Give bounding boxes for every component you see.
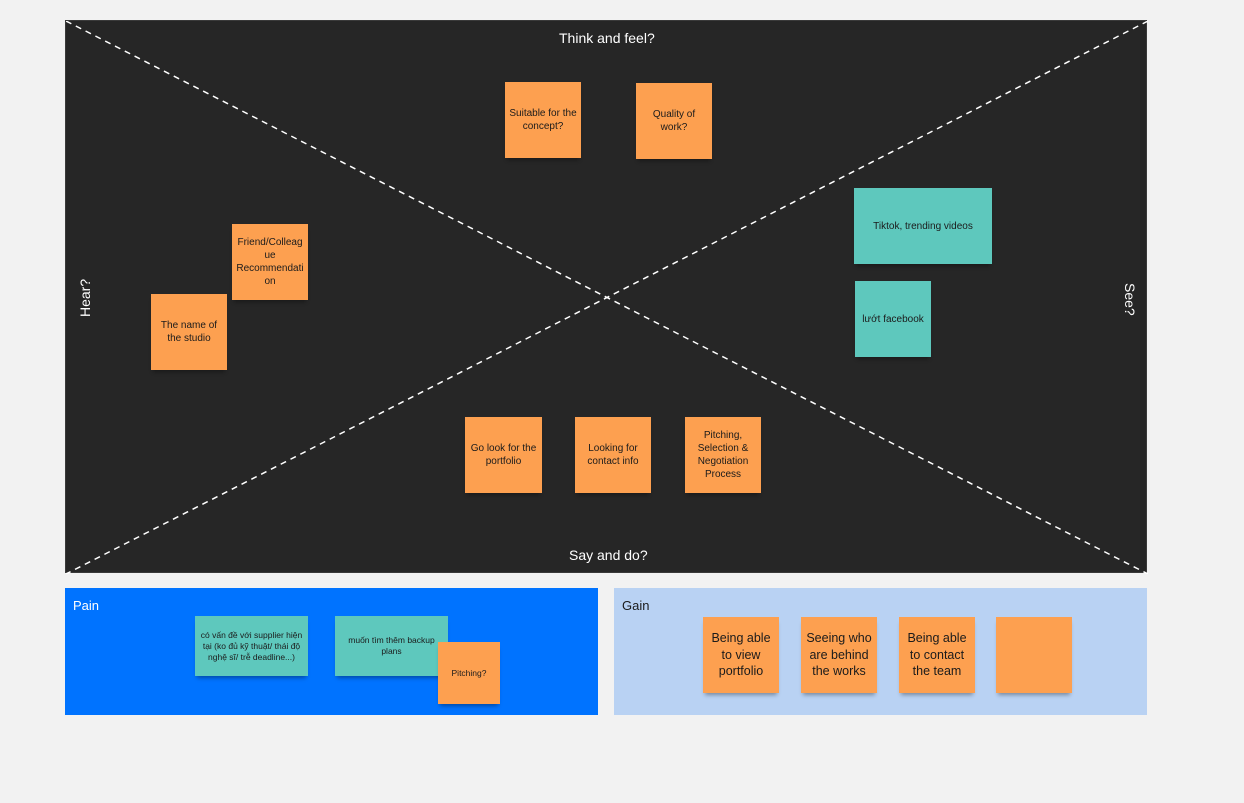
sticky-note[interactable]: Quality of work? — [636, 83, 712, 159]
see-label: See? — [1122, 283, 1138, 316]
gain-frame[interactable]: Gain Being able to view portfolio Seeing… — [614, 588, 1147, 715]
hear-label: Hear? — [77, 278, 93, 317]
sticky-note[interactable]: Being able to contact the team — [899, 617, 975, 693]
sticky-note[interactable]: có vấn đề với supplier hiện tại (ko đủ k… — [195, 616, 308, 676]
sticky-note[interactable]: Tiktok, trending videos — [854, 188, 992, 264]
say-do-label: Say and do? — [569, 547, 648, 563]
sticky-note[interactable]: muốn tìm thêm backup plans — [335, 616, 448, 676]
pain-title: Pain — [73, 598, 100, 613]
think-feel-label: Think and feel? — [559, 30, 655, 46]
sticky-note[interactable]: Being able to view portfolio — [703, 617, 779, 693]
empathy-map-frame[interactable]: Think and feel? Say and do? Hear? See? S… — [65, 20, 1148, 574]
gain-title: Gain — [622, 598, 650, 613]
sticky-note[interactable]: Suitable for the concept? — [505, 82, 581, 158]
sticky-note[interactable]: Looking for contact info — [575, 417, 651, 493]
sticky-note[interactable]: Pitching? — [438, 642, 500, 704]
sticky-note[interactable]: The name of the studio — [151, 294, 227, 370]
sticky-note[interactable]: Go look for the portfolio — [465, 417, 542, 493]
sticky-note[interactable]: Friend/Colleague Recommendation — [232, 224, 308, 300]
diagonal-lines — [66, 21, 1148, 574]
sticky-note[interactable]: Pitching, Selection & Negotiation Proces… — [685, 417, 761, 493]
sticky-note-empty[interactable] — [996, 617, 1072, 693]
sticky-note[interactable]: Seeing who are behind the works — [801, 617, 877, 693]
pain-frame[interactable]: Pain có vấn đề với supplier hiện tại (ko… — [65, 588, 598, 715]
sticky-note[interactable]: lướt facebook — [855, 281, 931, 357]
